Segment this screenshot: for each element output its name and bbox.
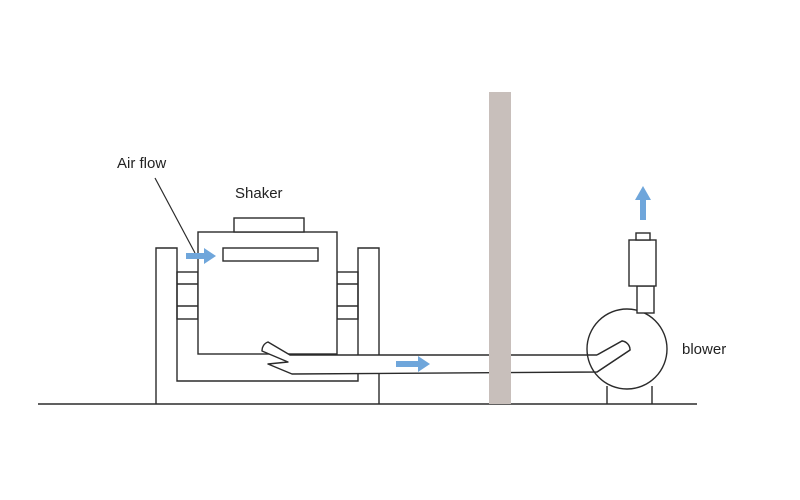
flow-arrow-icon: [396, 356, 430, 372]
shaker-frame: [155, 247, 380, 404]
blower-intake: [596, 340, 631, 373]
air-inlet-slot: [222, 247, 319, 262]
shaker-label: Shaker: [235, 185, 283, 202]
wall: [489, 92, 511, 404]
flow-arrow-icon: [186, 248, 216, 264]
blower-stand: [606, 386, 653, 404]
air-flow-label: Air flow: [117, 155, 166, 172]
wall-front: [489, 353, 511, 376]
blower-outlet: [628, 232, 657, 314]
blower-housing: [586, 308, 668, 390]
air-flow-leader: [154, 177, 196, 254]
flow-arrow-icon: [635, 186, 651, 220]
right-isolators: [336, 271, 359, 320]
shaker-table: [233, 217, 305, 233]
blower-label: blower: [682, 341, 726, 358]
left-isolators: [176, 271, 199, 320]
